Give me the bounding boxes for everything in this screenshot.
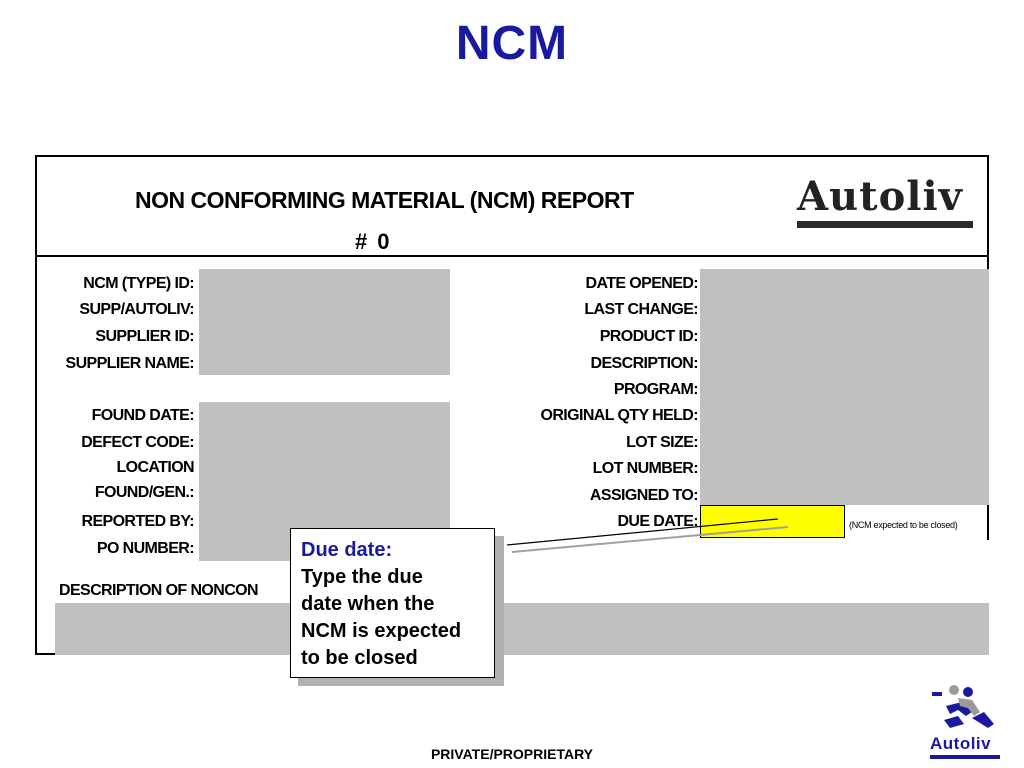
label-product-id: PRODUCT ID: [599,328,699,345]
header-divider [37,255,987,257]
autoliv-corner-word: Autoliv [930,734,992,753]
autoliv-corner-bar [930,755,1000,759]
label-lot-size: LOT SIZE: [626,434,699,451]
label-ncm-type-id: NCM (TYPE) ID: [83,275,194,292]
due-date-callout: Due date: Type the due date when the NCM… [290,528,495,678]
report-number-prefix: # [355,229,368,254]
footer-label: PRIVATE/PROPRIETARY [430,746,594,762]
label-supp-autoliv: SUPP/AUTOLIV: [79,301,194,318]
label-due-date: DUE DATE: [617,513,698,530]
label-found-gen: FOUND/GEN.: [94,484,195,501]
callout-line: Type the due [301,566,423,588]
label-original-qty-held: ORIGINAL QTY HELD: [540,407,698,424]
label-description: DESCRIPTION: [590,355,699,372]
label-lot-number: LOT NUMBER: [592,460,699,477]
label-supplier-id: SUPPLIER ID: [95,328,194,345]
autoliv-logo-bar [797,221,973,228]
slide-title: NCM [455,17,569,70]
label-description-of-nonconformance: DESCRIPTION OF NONCON [59,582,259,599]
autoliv-logo: Autoliv [797,175,975,233]
description-field[interactable] [55,603,989,655]
callout-line: to be closed [301,647,418,669]
label-program: PROGRAM: [613,381,699,398]
callout-line: NCM is expected [301,620,462,642]
product-fields-block[interactable] [700,269,989,505]
due-date-row-background [700,540,989,603]
label-assigned-to: ASSIGNED TO: [589,487,699,504]
label-date-opened: DATE OPENED: [585,275,698,292]
report-number: #0 [355,229,400,255]
autoliv-figure-icon [932,685,994,728]
ncm-report-form: NON CONFORMING MATERIAL (NCM) REPORT #0 … [35,155,989,655]
label-reported-by: REPORTED BY: [81,513,194,530]
label-found-date: FOUND DATE: [91,407,195,424]
label-defect-code: DEFECT CODE: [81,434,194,451]
label-location: LOCATION [116,459,194,476]
label-supplier-name: SUPPLIER NAME: [65,355,195,372]
due-date-note: (NCM expected to be closed) [849,520,958,530]
label-po-number: PO NUMBER: [96,540,195,557]
autoliv-corner-logo: Autoliv [928,682,1002,762]
callout-line: date when the [301,593,435,615]
callout-title: Due date: [301,539,393,561]
due-date-field[interactable] [700,505,845,538]
report-number-value: 0 [377,229,390,254]
supplier-fields-block[interactable] [199,269,450,375]
label-last-change: LAST CHANGE: [584,301,698,318]
report-title: NON CONFORMING MATERIAL (NCM) REPORT [135,187,634,213]
autoliv-logo-word: Autoliv [797,173,963,220]
